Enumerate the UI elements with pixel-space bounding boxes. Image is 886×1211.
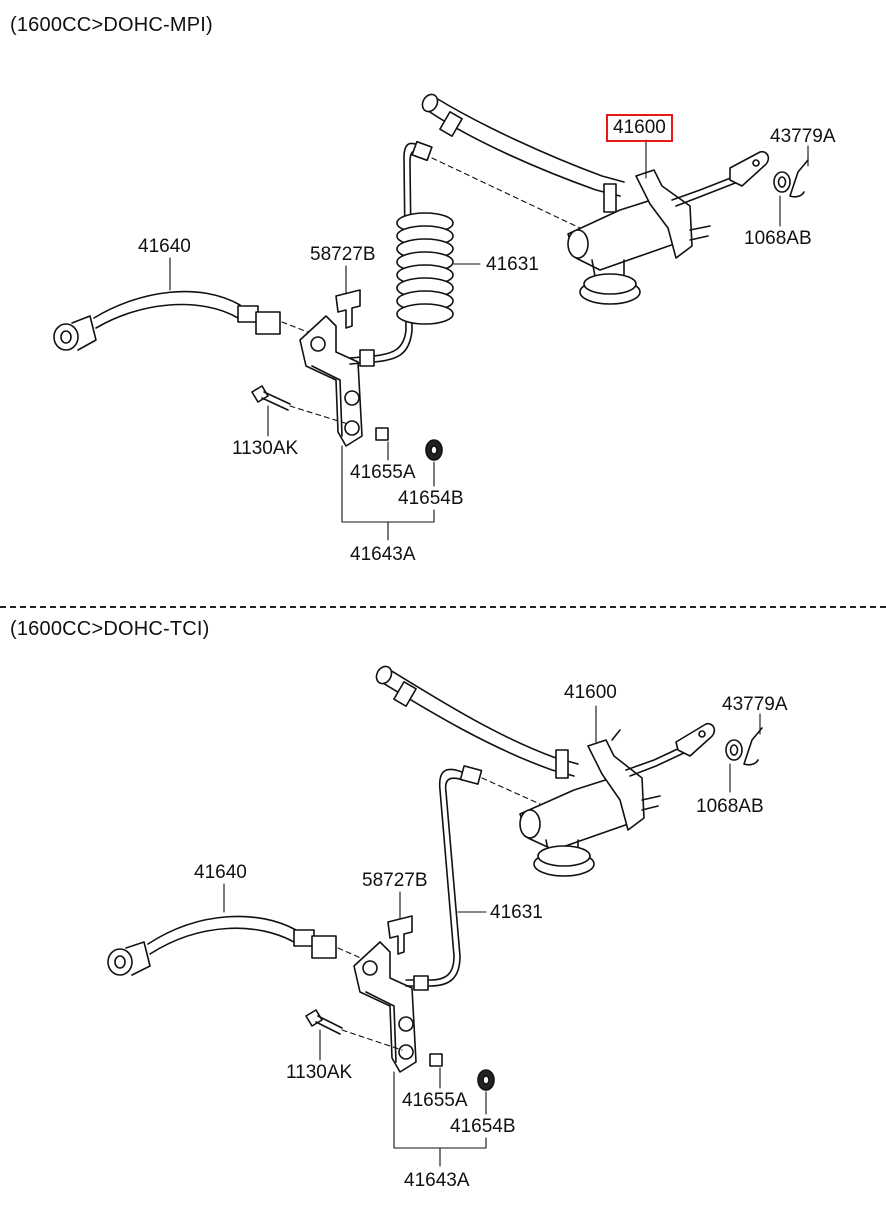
label-41600-tci[interactable]: 41600 <box>564 682 617 703</box>
reservoir-hose-drawing[interactable] <box>419 92 625 213</box>
grommet-41654B-drawing-tci[interactable] <box>477 1069 495 1091</box>
bushing-41655A-drawing[interactable] <box>375 427 389 441</box>
tube-41631-drawing-tci[interactable] <box>405 765 483 991</box>
master-cylinder-41600-drawing[interactable] <box>567 150 770 305</box>
washer-1068AB-drawing-tci[interactable] <box>725 739 743 761</box>
label-58727B[interactable]: 58727B <box>310 244 376 265</box>
label-41600[interactable]: 41600 <box>606 114 673 142</box>
label-1068AB[interactable]: 1068AB <box>744 228 812 249</box>
label-43779A-tci[interactable]: 43779A <box>722 694 788 715</box>
label-41640[interactable]: 41640 <box>138 236 191 257</box>
bushing-41655A-drawing-tci[interactable] <box>429 1053 443 1067</box>
label-41631-tci[interactable]: 41631 <box>490 902 543 923</box>
label-58727B-tci[interactable]: 58727B <box>362 870 428 891</box>
clip-pin-43779A-drawing[interactable] <box>789 159 809 198</box>
label-41631[interactable]: 41631 <box>486 254 539 275</box>
grommet-41654B-drawing[interactable] <box>425 439 443 461</box>
label-41640-tci[interactable]: 41640 <box>194 862 247 883</box>
tube-41631-drawing[interactable] <box>349 140 454 367</box>
bolt-1130AK-drawing-tci[interactable] <box>305 1009 343 1035</box>
label-1068AB-tci[interactable]: 1068AB <box>696 796 764 817</box>
label-43779A[interactable]: 43779A <box>770 126 836 147</box>
section-title-tci: (1600CC>DOHC-TCI) <box>10 618 210 640</box>
label-41654B-tci[interactable]: 41654B <box>450 1116 516 1137</box>
bolt-1130AK-drawing[interactable] <box>251 385 291 411</box>
label-1130AK[interactable]: 1130AK <box>232 438 299 459</box>
label-1130AK-tci[interactable]: 1130AK <box>286 1062 353 1083</box>
reservoir-hose-drawing-tci[interactable] <box>373 664 579 779</box>
clip-58727B-drawing-tci[interactable] <box>387 915 413 955</box>
label-41643A[interactable]: 41643A <box>350 544 416 565</box>
bracket-41643A-drawing[interactable] <box>299 315 363 447</box>
label-41654B[interactable]: 41654B <box>398 488 464 509</box>
hose-41640-drawing[interactable] <box>53 290 281 351</box>
hose-41640-drawing-tci[interactable] <box>107 915 337 976</box>
label-41655A-tci[interactable]: 41655A <box>402 1090 468 1111</box>
label-41643A-tci[interactable]: 41643A <box>404 1170 470 1191</box>
diagram-mpi <box>53 92 809 541</box>
clip-58727B-drawing[interactable] <box>335 289 361 329</box>
bracket-41643A-drawing-tci[interactable] <box>353 941 417 1073</box>
section-title-mpi: (1600CC>DOHC-MPI) <box>10 14 213 36</box>
clip-pin-43779A-drawing-tci[interactable] <box>743 727 763 766</box>
washer-1068AB-drawing[interactable] <box>773 171 791 193</box>
section-divider <box>0 606 886 608</box>
label-41655A[interactable]: 41655A <box>350 462 416 483</box>
master-cylinder-41600-drawing-tci[interactable] <box>519 722 716 877</box>
